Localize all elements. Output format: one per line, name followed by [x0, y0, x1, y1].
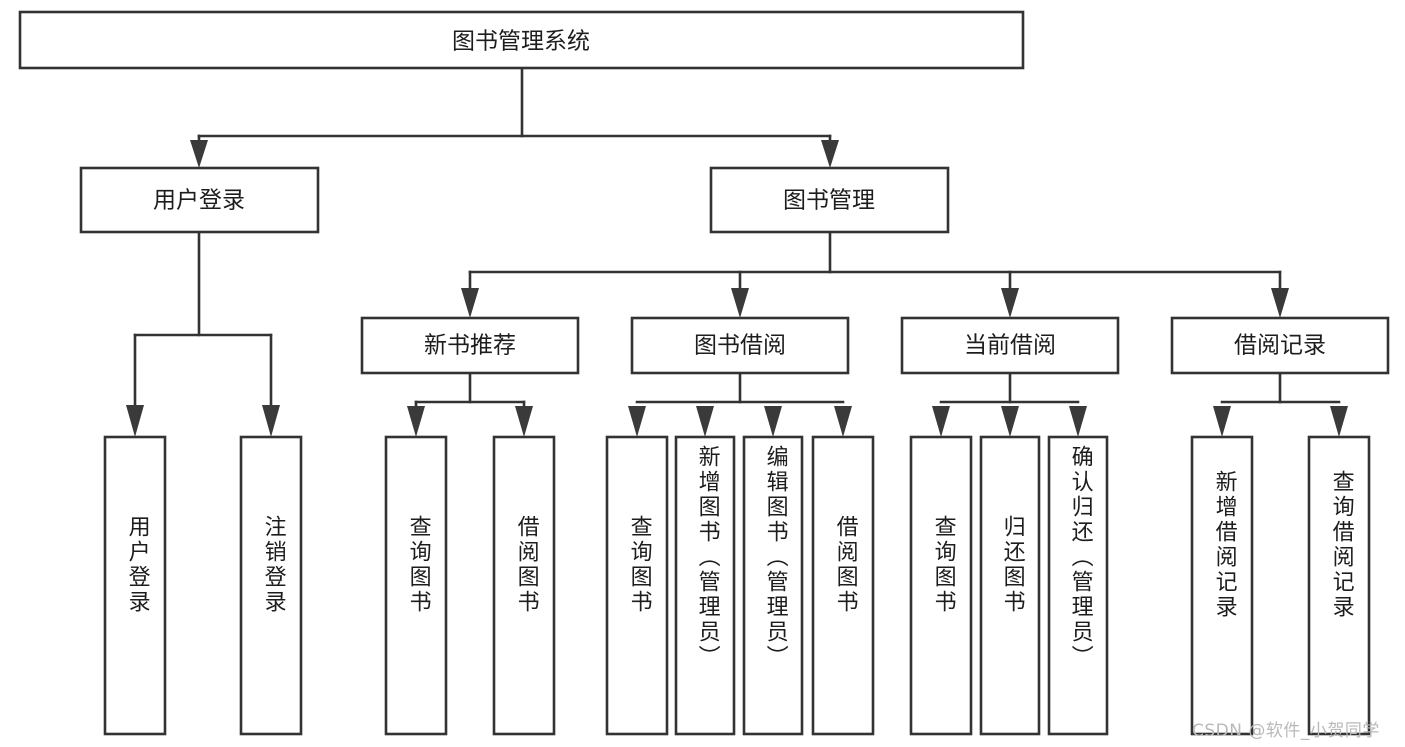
leaf-box-bookborrow-2[interactable]: [674, 435, 736, 736]
leaf-box-user-login-1[interactable]: [103, 435, 167, 736]
connector-group-bookborrow: [628, 371, 852, 437]
node-root-label: 图书管理系统: [452, 29, 590, 55]
connector-group-root: [190, 66, 839, 168]
node-current-borrow[interactable]: 当前借阅: [900, 316, 1120, 375]
connector-group-newbook: [407, 371, 533, 437]
leaf-box-currentborrow-2[interactable]: [979, 435, 1041, 736]
connector-group-user-login: [126, 230, 280, 437]
arrow-user-leaf-2: [262, 405, 280, 437]
node-user-login-label: 用户登录: [153, 188, 245, 214]
leaf-box-currentborrow-3[interactable]: [1047, 435, 1109, 736]
leaf-box-bookborrow-1[interactable]: [605, 435, 669, 736]
leaf-box-newbook-2[interactable]: [492, 435, 556, 736]
node-borrow-record-box[interactable]: [1170, 316, 1390, 375]
arrow-newbook-leaf-2: [515, 406, 533, 437]
node-book-borrow[interactable]: 图书借阅: [630, 316, 850, 375]
arrow-bookborrow-leaf-4: [834, 406, 852, 437]
node-root[interactable]: 图书管理系统: [18, 10, 1025, 70]
leaf-box-borrowrecord-1[interactable]: [1190, 435, 1254, 736]
node-book-borrow-box[interactable]: [630, 316, 850, 375]
leaf-box-bookborrow-3[interactable]: [742, 435, 804, 736]
node-user-login[interactable]: 用户登录: [79, 166, 320, 234]
csdn-watermark: CSDN @软件_小贺同学: [1192, 721, 1380, 741]
arrow-bookborrow-leaf-2: [696, 406, 714, 437]
arrow-root-to-user-login: [190, 140, 208, 168]
connector-group-borrowrecord: [1213, 371, 1348, 437]
node-borrow-record-label: 借阅记录: [1234, 333, 1326, 359]
arrow-bookborrow-leaf-1: [628, 406, 646, 437]
leaf-box-newbook-1[interactable]: [384, 435, 448, 736]
arrow-newbook-leaf-1: [407, 406, 425, 437]
arrow-borrowrecord-leaf-2: [1330, 406, 1348, 437]
leaf-box-borrowrecord-2[interactable]: [1307, 435, 1371, 736]
leaf-box-bookborrow-4[interactable]: [811, 435, 875, 736]
arrow-book-to-borrow: [731, 288, 749, 318]
node-root-box[interactable]: [18, 10, 1025, 70]
node-book-management-box[interactable]: [709, 166, 950, 234]
arrow-user-leaf-1: [126, 405, 144, 437]
node-book-borrow-label: 图书借阅: [694, 333, 786, 359]
arrow-borrowrecord-leaf-1: [1213, 406, 1231, 437]
arrow-bookborrow-leaf-3: [764, 406, 782, 437]
node-new-book-recommend-label: 新书推荐: [424, 333, 516, 359]
arrow-book-to-record: [1271, 288, 1289, 318]
node-borrow-record[interactable]: 借阅记录: [1170, 316, 1390, 375]
connector-group-book-mgmt: [461, 230, 1289, 318]
node-current-borrow-box[interactable]: [900, 316, 1120, 375]
arrow-currentborrow-leaf-3: [1069, 406, 1087, 437]
leaf-box-currentborrow-1[interactable]: [909, 435, 973, 736]
arrow-book-to-current: [1001, 288, 1019, 318]
arrow-currentborrow-leaf-1: [932, 406, 950, 437]
leaf-box-user-login-2[interactable]: [239, 435, 303, 736]
node-current-borrow-label: 当前借阅: [964, 333, 1056, 359]
connector-group-currentborrow: [932, 371, 1087, 437]
node-book-management-label: 图书管理: [783, 188, 875, 214]
arrow-root-to-book-mgmt: [821, 140, 839, 168]
node-new-book-recommend-box[interactable]: [360, 316, 580, 375]
arrow-book-to-newbook: [461, 288, 479, 318]
node-new-book-recommend[interactable]: 新书推荐: [360, 316, 580, 375]
node-book-management[interactable]: 图书管理: [709, 166, 950, 234]
arrow-currentborrow-leaf-2: [1001, 406, 1019, 437]
node-user-login-box[interactable]: [79, 166, 320, 234]
